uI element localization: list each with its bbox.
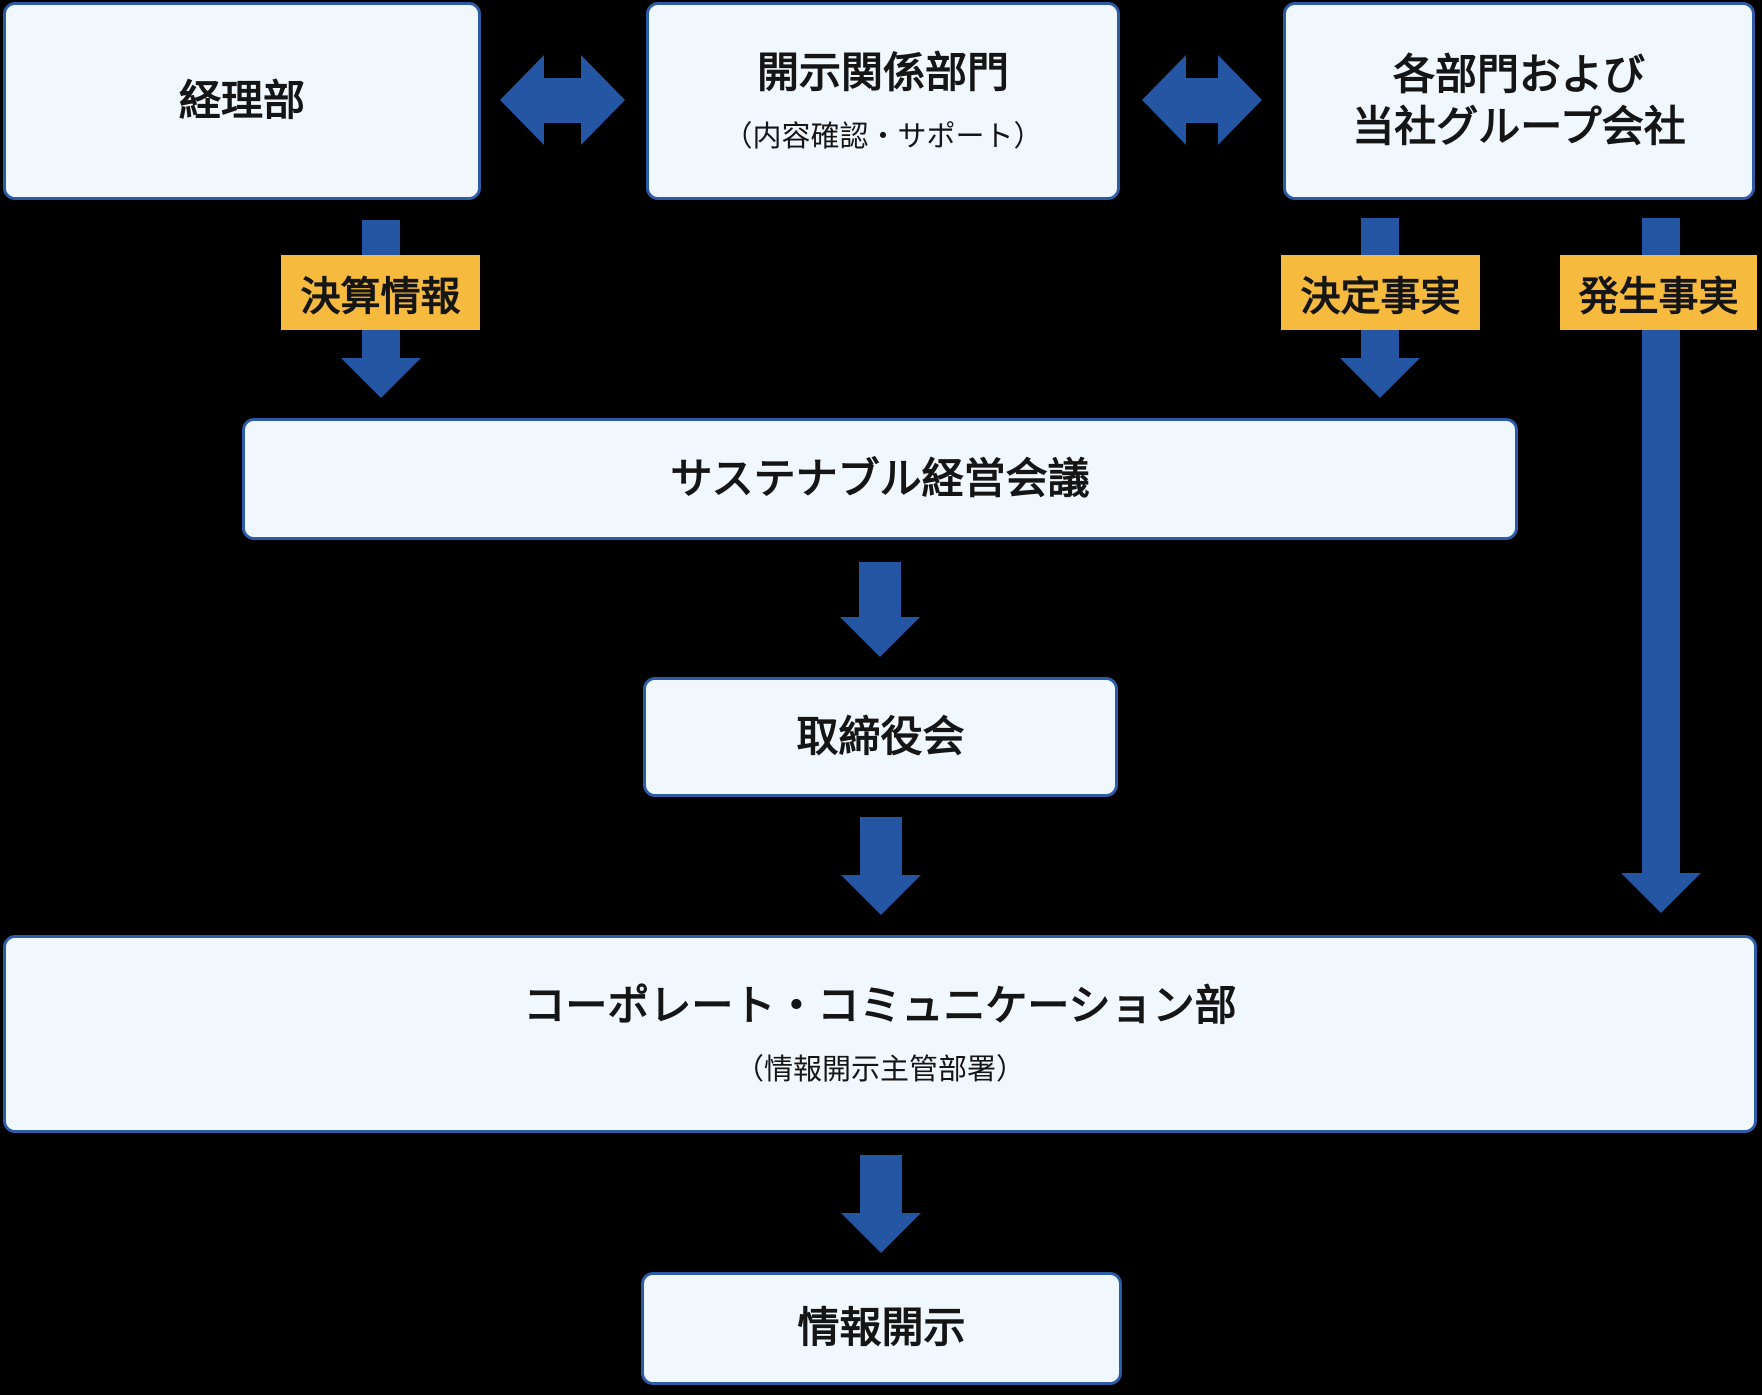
arrow-head bbox=[841, 1213, 921, 1253]
box-departments-group-companies: 各部門および 当社グループ会社 bbox=[1283, 2, 1755, 200]
board-of-directors-title: 取締役会 bbox=[796, 712, 965, 760]
arrow-head bbox=[841, 875, 921, 915]
disclosure-related-dept-title: 開示関係部門 bbox=[756, 48, 1009, 96]
corporate-communication-dept-subtitle: （情報開示主管部署） bbox=[734, 1054, 1025, 1087]
arrow-right-head bbox=[1218, 55, 1262, 145]
double-arrow-accounting-disclosure-icon bbox=[500, 55, 625, 145]
arrow-bar bbox=[859, 562, 901, 617]
information-disclosure-title: 情報開示 bbox=[797, 1304, 966, 1352]
departments-title-line2: 当社グループ会社 bbox=[1352, 103, 1686, 150]
departments-title-line1: 各部門および bbox=[1392, 50, 1645, 98]
label-financial-results-info: 決算情報 bbox=[281, 255, 480, 330]
down-arrow-to-board-icon bbox=[840, 562, 920, 657]
box-board-of-directors: 取締役会 bbox=[643, 677, 1118, 797]
accounting-dept-title: 経理部 bbox=[178, 76, 305, 124]
disclosure-related-dept-subtitle: （内容確認・サポート） bbox=[723, 121, 1043, 154]
arrow-bar bbox=[544, 77, 581, 123]
arrow-head bbox=[1340, 358, 1420, 398]
arrow-bar bbox=[1186, 77, 1218, 123]
label-decided-facts: 決定事実 bbox=[1281, 255, 1480, 330]
arrow-right-head bbox=[581, 55, 625, 145]
arrow-head bbox=[1621, 873, 1701, 913]
box-disclosure-related-dept: 開示関係部門 （内容確認・サポート） bbox=[646, 2, 1120, 200]
corporate-communication-dept-title: コーポレート・コミュニケーション部 bbox=[523, 981, 1237, 1029]
sustainable-management-meeting-title: サステナブル経営会議 bbox=[670, 454, 1090, 502]
arrow-head bbox=[341, 358, 421, 398]
down-arrow-to-disclosure-icon bbox=[841, 1155, 921, 1253]
arrow-bar bbox=[860, 1155, 902, 1213]
down-arrow-to-corporate-comm-icon bbox=[841, 817, 921, 915]
double-arrow-disclosure-departments-icon bbox=[1142, 55, 1262, 145]
arrow-left-head bbox=[1142, 55, 1186, 145]
box-sustainable-management-meeting: サステナブル経営会議 bbox=[242, 418, 1518, 540]
box-accounting-dept: 経理部 bbox=[3, 2, 481, 200]
box-information-disclosure: 情報開示 bbox=[641, 1272, 1122, 1385]
arrow-bar bbox=[860, 817, 902, 875]
arrow-left-head bbox=[500, 55, 544, 145]
arrow-head bbox=[840, 617, 920, 657]
label-occurred-facts: 発生事実 bbox=[1560, 255, 1757, 330]
box-corporate-communication-dept: コーポレート・コミュニケーション部 （情報開示主管部署） bbox=[3, 935, 1757, 1133]
